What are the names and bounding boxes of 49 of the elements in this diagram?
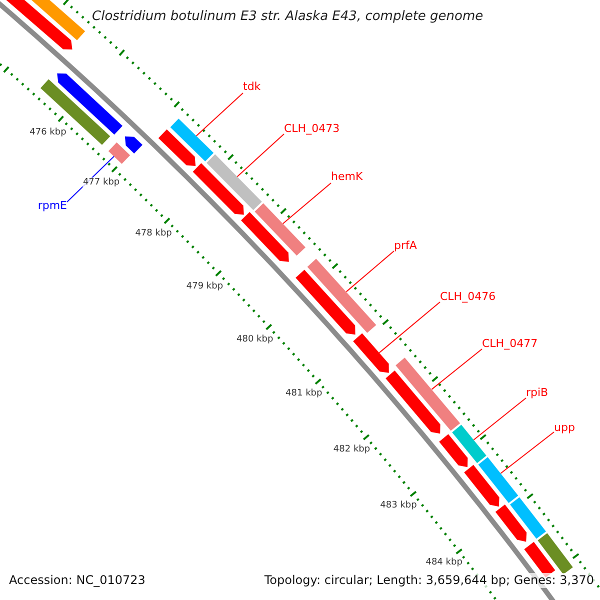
leader-line	[431, 348, 482, 390]
gene-label: rpiB	[526, 386, 548, 399]
gene-label: upp	[554, 421, 575, 434]
gene-block	[510, 497, 546, 539]
gene-block	[464, 464, 500, 507]
position-label: 477 kbp	[82, 177, 120, 188]
leader-line	[378, 302, 440, 354]
position-label: 478 kbp	[135, 228, 172, 240]
gene-label: hemK	[331, 170, 363, 183]
gene-block	[452, 424, 486, 464]
gene-block	[124, 136, 142, 154]
gene-block	[108, 142, 130, 164]
gene-label: prfA	[394, 239, 417, 252]
gene-label: CLH_0473	[284, 122, 340, 135]
gene-block	[170, 118, 214, 162]
gene-block	[206, 154, 262, 210]
gene-block	[538, 533, 573, 574]
gene-block	[254, 203, 306, 256]
gene-label: CLH_0476	[440, 290, 496, 303]
gene-label: tdk	[243, 80, 261, 93]
gene-block	[396, 358, 460, 431]
gene-block	[495, 504, 527, 542]
gene-block	[158, 129, 196, 166]
position-label: 476 kbp	[30, 127, 66, 138]
gene-block	[353, 333, 389, 373]
gene-block	[439, 434, 468, 468]
gene-block	[478, 457, 518, 503]
leader-line	[500, 432, 554, 474]
gene-label: CLH_0477	[482, 337, 538, 350]
accession-text: Accession: NC_010723	[9, 573, 146, 588]
genome-summary-text: Topology: circular; Length: 3,659,644 bp; Genes: 3,370	[262, 573, 596, 588]
gene-block	[241, 212, 289, 262]
leader-line	[196, 92, 244, 136]
position-label: 483 kbp	[380, 500, 417, 512]
title: Clostridium botulinum E3 str. Alaska E43, complete genome	[92, 9, 484, 25]
leader-line	[236, 134, 284, 178]
position-label: 482 kbp	[333, 444, 370, 456]
position-label: 480 kbp	[236, 334, 274, 346]
leader-line	[282, 182, 332, 224]
leader-line	[346, 250, 394, 292]
position-label: 481 kbp	[286, 388, 322, 400]
leader-line	[473, 398, 526, 440]
position-label: 479 kbp	[186, 281, 224, 292]
position-label: 484 kbp	[426, 558, 462, 569]
gene-block	[386, 370, 440, 434]
gene-label: rpmE	[38, 199, 67, 212]
gene-block	[192, 163, 244, 215]
gene-block	[296, 270, 356, 335]
gene-block	[307, 258, 376, 333]
